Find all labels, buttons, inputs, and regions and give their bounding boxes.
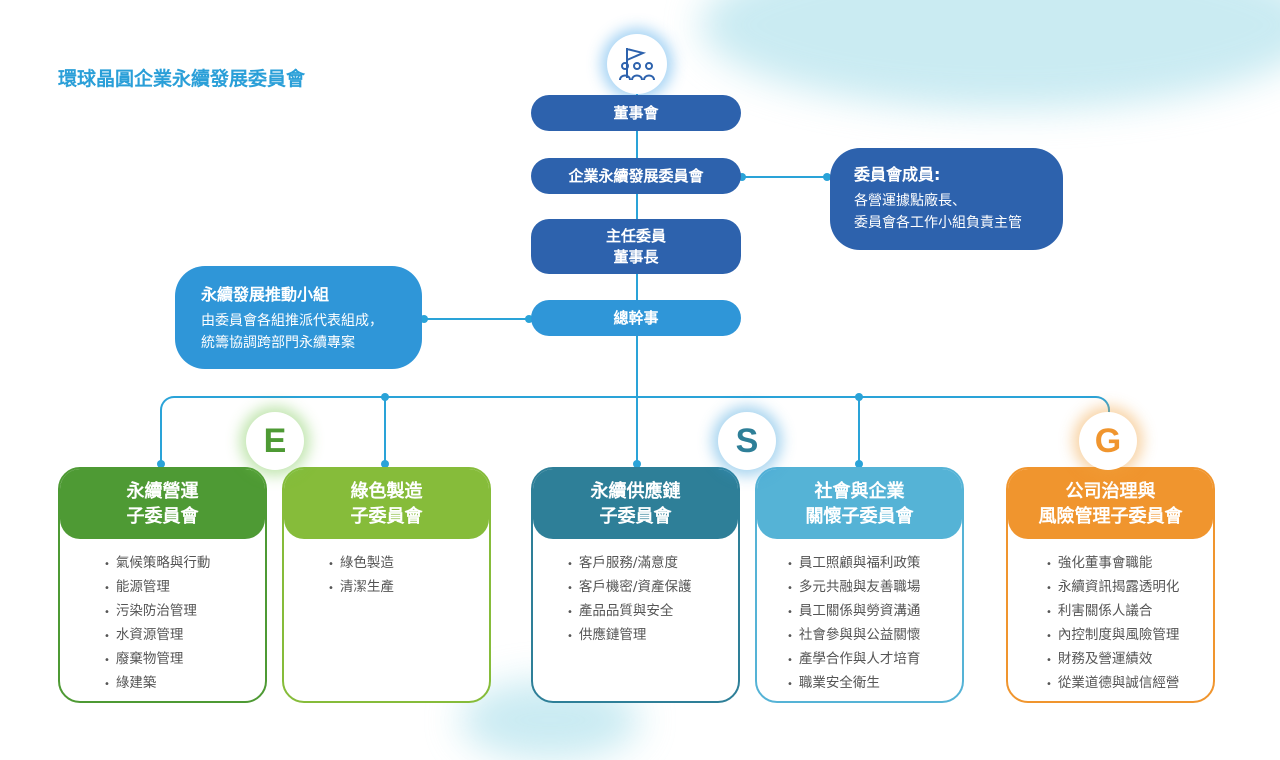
list-item: 產品品質與安全 xyxy=(567,599,674,623)
page-title: 環球晶圓企業永續發展委員會 xyxy=(58,68,306,90)
card-title: 子委員會 xyxy=(599,506,672,527)
list-item: 員工關係與勞資溝通 xyxy=(787,599,921,623)
list-item: 職業安全衛生 xyxy=(787,671,880,695)
list-item: 綠建築 xyxy=(104,671,157,695)
list-item: 能源管理 xyxy=(104,575,170,599)
board-node: 董事會 xyxy=(531,95,741,131)
card-title: 社會與企業 xyxy=(814,481,905,502)
card-title: 子委員會 xyxy=(350,506,423,527)
card-items: 員工照顧與福利政策多元共融與友善職場員工關係與勞資溝通社會參與與公益關懷產學合作… xyxy=(757,539,962,695)
subcommittee-card: 永續營運子委員會氣候策略與行動能源管理污染防治管理水資源管理廢棄物管理綠建築 xyxy=(58,467,267,703)
card-header: 永續供應鏈子委員會 xyxy=(533,469,738,539)
connector-dot xyxy=(738,173,746,181)
list-item: 從業道德與誠信經營 xyxy=(1046,671,1180,695)
members-box: 委員會成員: 各營運據點廠長、 委員會各工作小組負責主管 xyxy=(830,148,1063,250)
committee-node: 企業永續發展委員會 xyxy=(531,158,741,194)
connector xyxy=(741,176,830,178)
list-item: 多元共融與友善職場 xyxy=(787,575,921,599)
connector-dot xyxy=(855,393,863,401)
card-items: 氣候策略與行動能源管理污染防治管理水資源管理廢棄物管理綠建築 xyxy=(60,539,265,695)
connector-dot xyxy=(525,315,533,323)
card-header: 永續營運子委員會 xyxy=(60,469,265,539)
card-header: 綠色製造子委員會 xyxy=(284,469,489,539)
card-items: 客戶服務/滿意度客戶機密/資產保護產品品質與安全供應鏈管理 xyxy=(533,539,738,647)
task-force-line: 統籌協調跨部門永續專案 xyxy=(201,335,355,351)
subcommittee-card: 社會與企業關懷子委員會員工照顧與福利政策多元共融與友善職場員工關係與勞資溝通社會… xyxy=(755,467,964,703)
card-title: 關懷子委員會 xyxy=(805,506,914,527)
task-force-box: 永續發展推動小組 由委員會各組推派代表組成， 統籌協調跨部門永續專案 xyxy=(175,266,422,369)
card-header: 公司治理與風險管理子委員會 xyxy=(1008,469,1213,539)
card-title: 風險管理子委員會 xyxy=(1038,506,1183,527)
list-item: 客戶服務/滿意度 xyxy=(567,551,678,575)
committee-label: 企業永續發展委員會 xyxy=(568,166,704,185)
subcommittee-card: 綠色製造子委員會綠色製造清潔生產 xyxy=(282,467,491,703)
subcommittee-card: 永續供應鏈子委員會客戶服務/滿意度客戶機密/資產保護產品品質與安全供應鏈管理 xyxy=(531,467,740,703)
list-item: 永續資訊揭露透明化 xyxy=(1046,575,1180,599)
connector xyxy=(422,318,532,320)
chair-title: 主任委員 xyxy=(605,226,666,245)
members-line: 各營運據點廠長、 xyxy=(854,193,966,209)
connector-dot xyxy=(855,460,863,468)
watercolor-decoration xyxy=(700,0,1280,110)
list-item: 供應鏈管理 xyxy=(567,623,647,647)
connector-dot xyxy=(157,460,165,468)
members-heading: 委員會成員: xyxy=(854,165,941,184)
list-item: 內控制度與風險管理 xyxy=(1046,623,1180,647)
task-force-line: 由委員會各組推派代表組成， xyxy=(201,313,383,329)
board-label: 董事會 xyxy=(613,103,659,122)
subcommittee-card: 公司治理與風險管理子委員會強化董事會職能永續資訊揭露透明化利害關係人議合內控制度… xyxy=(1006,467,1215,703)
card-header: 社會與企業關懷子委員會 xyxy=(757,469,962,539)
e-badge: E xyxy=(246,412,304,470)
card-title: 公司治理與 xyxy=(1065,481,1156,502)
members-line: 委員會各工作小組負責主管 xyxy=(854,215,1022,231)
list-item: 利害關係人議合 xyxy=(1046,599,1153,623)
connector xyxy=(636,94,638,467)
secretary-node: 總幹事 xyxy=(531,300,741,336)
card-items: 強化董事會職能永續資訊揭露透明化利害關係人議合內控制度與風險管理財務及營運績效從… xyxy=(1008,539,1213,695)
list-item: 清潔生產 xyxy=(328,575,394,599)
connector xyxy=(858,397,860,467)
card-title: 綠色製造 xyxy=(350,481,423,502)
g-badge: G xyxy=(1079,412,1137,470)
secretary-label: 總幹事 xyxy=(613,308,659,327)
connector-dot xyxy=(381,460,389,468)
list-item: 產學合作與人才培育 xyxy=(787,647,921,671)
list-item: 社會參與與公益關懷 xyxy=(787,623,921,647)
list-item: 綠色製造 xyxy=(328,551,394,575)
people-flag-icon xyxy=(607,34,667,94)
card-title: 永續營運 xyxy=(126,481,199,502)
chair-node: 主任委員董事長 xyxy=(531,219,741,274)
list-item: 財務及營運績效 xyxy=(1046,647,1153,671)
s-badge: S xyxy=(718,412,776,470)
list-item: 廢棄物管理 xyxy=(104,647,184,671)
list-item: 水資源管理 xyxy=(104,623,184,647)
list-item: 氣候策略與行動 xyxy=(104,551,211,575)
connector-dot xyxy=(420,315,428,323)
connector-dot xyxy=(633,460,641,468)
connector-dot xyxy=(823,173,831,181)
list-item: 員工照顧與福利政策 xyxy=(787,551,921,575)
chair-role: 董事長 xyxy=(613,247,659,266)
list-item: 強化董事會職能 xyxy=(1046,551,1153,575)
card-items: 綠色製造清潔生產 xyxy=(284,539,489,599)
card-title: 永續供應鏈 xyxy=(590,481,681,502)
card-title: 子委員會 xyxy=(126,506,199,527)
connector-dot xyxy=(381,393,389,401)
connector xyxy=(384,397,386,467)
list-item: 污染防治管理 xyxy=(104,599,197,623)
list-item: 客戶機密/資產保護 xyxy=(567,575,692,599)
task-force-heading: 永續發展推動小組 xyxy=(201,285,330,304)
